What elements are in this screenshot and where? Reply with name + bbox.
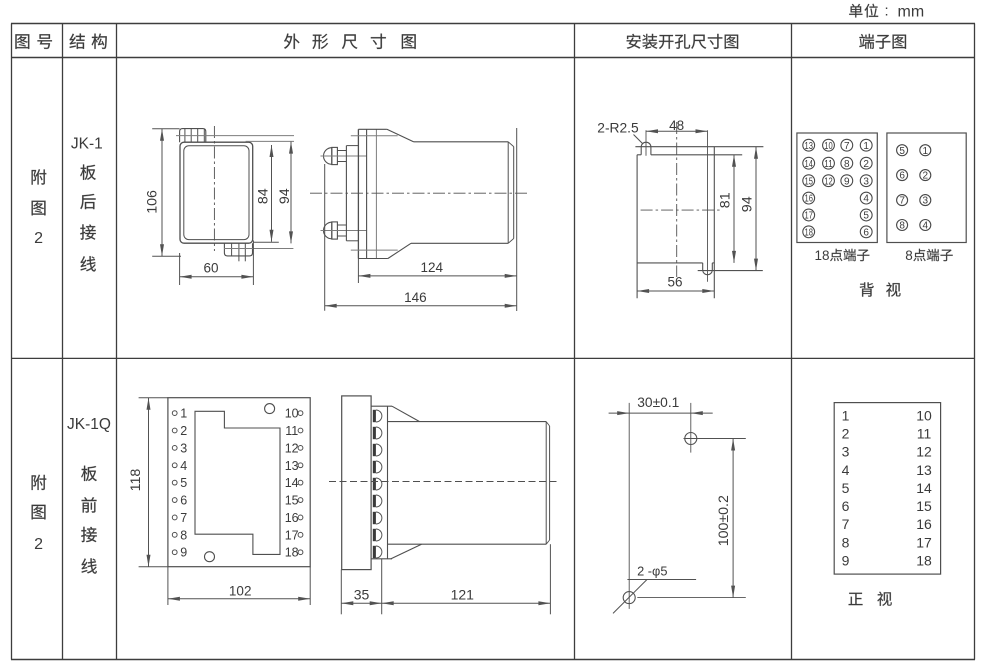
svg-text:1: 1	[923, 146, 929, 157]
svg-text:18: 18	[814, 248, 829, 263]
svg-text:5: 5	[842, 480, 850, 496]
svg-text:3: 3	[842, 444, 850, 460]
svg-text:2: 2	[923, 171, 929, 182]
svg-text:3: 3	[180, 441, 187, 455]
svg-text:8: 8	[842, 534, 850, 550]
svg-text:5: 5	[899, 146, 905, 157]
svg-text:14: 14	[916, 480, 932, 496]
svg-text:18: 18	[285, 546, 299, 560]
svg-text:8: 8	[899, 221, 905, 232]
svg-text:9: 9	[842, 552, 850, 568]
svg-text:84: 84	[255, 188, 271, 204]
svg-text:1: 1	[863, 141, 869, 152]
svg-text:13: 13	[805, 141, 814, 152]
svg-text:106: 106	[144, 190, 160, 214]
svg-text:17: 17	[805, 211, 814, 222]
svg-text:15: 15	[285, 494, 299, 508]
svg-text:121: 121	[451, 587, 475, 603]
svg-text:8: 8	[180, 528, 187, 542]
svg-text:6: 6	[863, 227, 869, 238]
svg-text:94: 94	[740, 196, 756, 212]
svg-text:3: 3	[923, 196, 929, 207]
svg-text:14: 14	[805, 159, 814, 170]
svg-text:10: 10	[285, 407, 299, 421]
svg-text:18: 18	[805, 227, 814, 238]
svg-text:8: 8	[844, 159, 850, 170]
svg-text:5: 5	[180, 476, 187, 490]
svg-text:4: 4	[863, 194, 869, 205]
svg-text:10: 10	[916, 407, 932, 423]
svg-text:2: 2	[180, 424, 187, 438]
svg-text:12: 12	[285, 441, 299, 455]
svg-text:18: 18	[916, 552, 932, 568]
svg-text:2: 2	[34, 536, 43, 553]
svg-text::: :	[884, 3, 888, 19]
svg-text:4: 4	[842, 462, 850, 478]
svg-text:6: 6	[842, 498, 850, 514]
svg-text:mm: mm	[898, 3, 925, 20]
svg-text:4: 4	[180, 459, 187, 473]
svg-text:7: 7	[842, 516, 850, 532]
svg-text:146: 146	[404, 290, 427, 305]
svg-text:13: 13	[916, 462, 932, 478]
svg-text:94: 94	[277, 188, 293, 204]
svg-text:16: 16	[916, 516, 932, 532]
svg-text:16: 16	[285, 511, 299, 525]
svg-text:12: 12	[824, 176, 833, 187]
svg-text:5: 5	[863, 211, 869, 222]
svg-text:9: 9	[844, 176, 850, 187]
svg-text:4: 4	[923, 221, 929, 232]
svg-text:124: 124	[421, 260, 444, 275]
svg-text:1: 1	[180, 407, 187, 421]
svg-text:102: 102	[229, 583, 252, 598]
svg-text:11: 11	[917, 426, 932, 442]
svg-text:JK-1: JK-1	[71, 136, 103, 153]
svg-text:17: 17	[285, 528, 299, 542]
svg-text:118: 118	[128, 469, 144, 492]
svg-text:2: 2	[842, 426, 850, 442]
svg-text:9: 9	[180, 546, 187, 560]
svg-text:2: 2	[863, 159, 869, 170]
svg-text:3: 3	[863, 176, 869, 187]
svg-text:7: 7	[844, 141, 850, 152]
svg-text:1: 1	[842, 407, 850, 423]
svg-text:13: 13	[285, 459, 299, 473]
svg-text:15: 15	[805, 176, 814, 187]
svg-text:11: 11	[285, 424, 298, 438]
svg-text:2 -φ5: 2 -φ5	[637, 563, 667, 578]
svg-text:2: 2	[34, 230, 43, 247]
svg-text:2-R2.5: 2-R2.5	[597, 120, 639, 135]
svg-text:14: 14	[285, 476, 299, 490]
svg-text:10: 10	[824, 141, 833, 152]
svg-text:48: 48	[669, 118, 684, 133]
svg-text:6: 6	[899, 171, 905, 182]
svg-text:100±0.2: 100±0.2	[716, 495, 732, 546]
svg-text:7: 7	[899, 196, 905, 207]
svg-text:81: 81	[717, 192, 733, 208]
svg-text:JK-1Q: JK-1Q	[67, 416, 111, 433]
svg-text:60: 60	[203, 261, 218, 276]
svg-text:56: 56	[667, 275, 682, 290]
svg-text:7: 7	[180, 511, 187, 525]
svg-text:11: 11	[824, 159, 833, 170]
svg-text:15: 15	[916, 498, 932, 514]
svg-text:6: 6	[180, 494, 187, 508]
svg-text:8: 8	[905, 248, 913, 263]
svg-text:17: 17	[916, 534, 932, 550]
svg-text:12: 12	[916, 444, 932, 460]
svg-text:30±0.1: 30±0.1	[637, 395, 679, 410]
svg-text:35: 35	[354, 587, 370, 603]
svg-text:16: 16	[805, 194, 814, 205]
